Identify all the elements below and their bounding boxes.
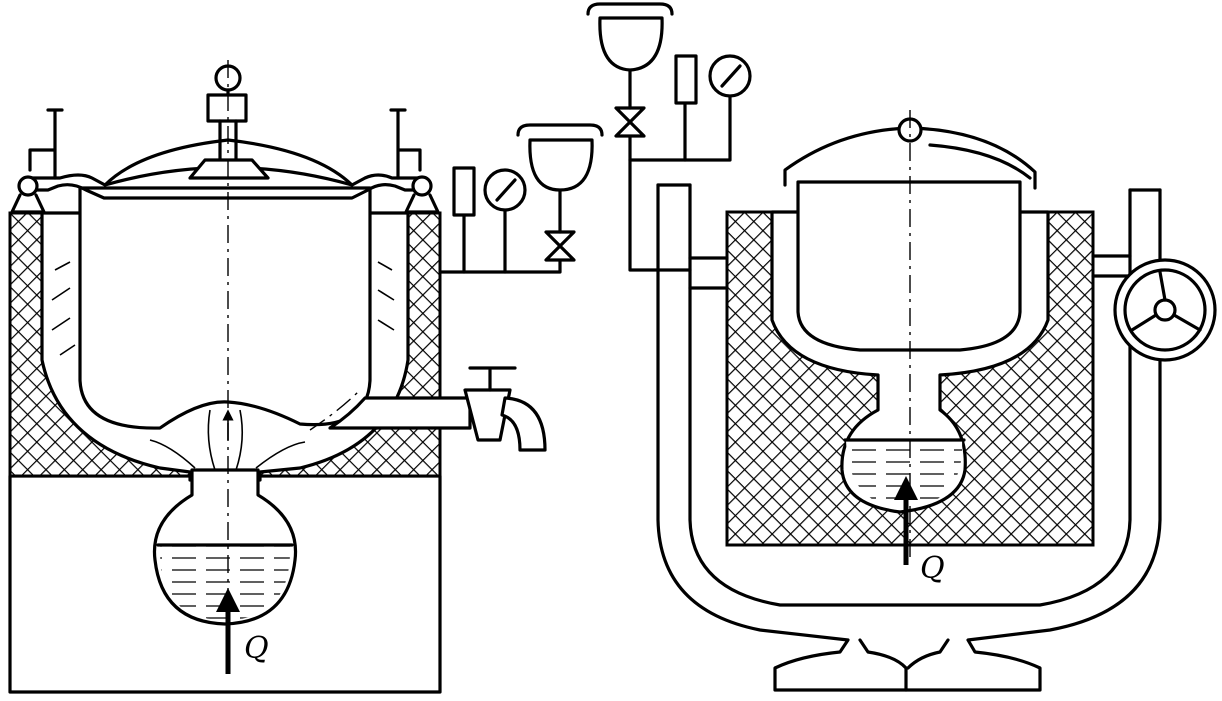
right-handwheel[interactable] (1113, 258, 1217, 362)
left-tap-body (463, 388, 512, 442)
right-right-pipe (1091, 254, 1132, 278)
left-clamp-right (389, 108, 440, 214)
right-autoclave: Q (586, 2, 1217, 692)
right-left-pipe (688, 256, 729, 290)
right-level-gauge (674, 54, 698, 105)
left-safety-valve-body (206, 93, 248, 123)
left-autoclave: Q (8, 60, 604, 694)
right-bulb-water (846, 440, 963, 508)
left-heat-label: Q (244, 631, 269, 666)
right-inner-vessel (796, 180, 1022, 352)
left-drain-pipe (328, 396, 472, 430)
left-valve-base (188, 158, 270, 180)
left-funnel (528, 138, 594, 192)
right-valve[interactable] (614, 106, 646, 138)
right-funnel (598, 16, 664, 72)
right-instrument-tree (586, 2, 752, 272)
left-clamp-left (10, 108, 64, 214)
left-instrument-tree (438, 123, 604, 274)
right-heat-label: Q (920, 551, 945, 586)
left-inner-vessel (78, 186, 372, 430)
left-valve[interactable] (544, 230, 576, 262)
left-tap-spout (500, 396, 547, 452)
left-bulb-water (159, 546, 291, 620)
left-level-gauge (452, 166, 476, 217)
right-stand-inner (688, 183, 1132, 607)
